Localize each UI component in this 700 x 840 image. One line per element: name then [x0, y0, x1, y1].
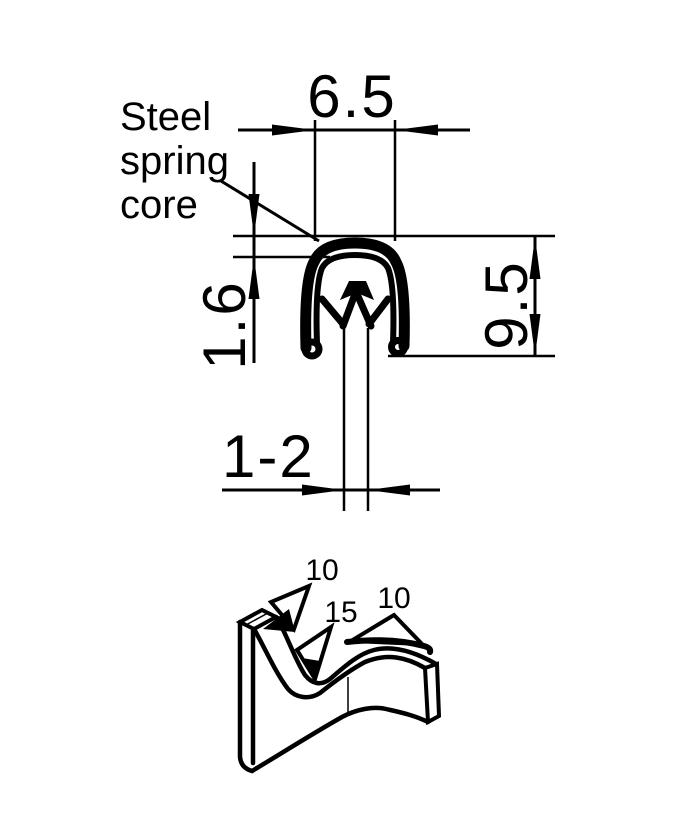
arrowhead-up-icon	[248, 257, 260, 299]
arrowhead-left-icon	[272, 124, 315, 136]
angle-arrow-right-base-icon	[344, 637, 434, 655]
grip-tongue-left-leg	[339, 290, 359, 330]
left-grip-lip	[318, 295, 347, 328]
angle-value-right: 10	[377, 582, 410, 615]
steel-core-line	[313, 251, 397, 346]
callout-line-2: spring	[120, 139, 229, 183]
angle-arrow-left-tip-icon	[263, 609, 295, 632]
cross-section-view: 6.5 1.6 9.5 1-2 Steel	[120, 63, 555, 511]
arrowhead-right-icon	[302, 484, 344, 496]
leader-line	[220, 179, 320, 243]
right-end-cap	[422, 661, 442, 726]
arrowhead-left-icon	[368, 484, 410, 496]
dim-value-profile-height: 9.5	[473, 260, 540, 349]
arrowhead-right-icon	[395, 124, 438, 136]
angle-arrow-middle-tip-icon	[302, 658, 320, 680]
arrowhead-up-icon	[529, 237, 541, 279]
curved-flange-sheet	[235, 607, 442, 774]
text-backing	[305, 70, 400, 120]
panel-flange	[342, 328, 370, 511]
top-back-wave-edge	[273, 614, 439, 686]
bottom-wave-edge	[249, 705, 431, 774]
outer-rubber-wall	[300, 237, 410, 354]
dim-value-wall-thickness: 1.6	[191, 280, 258, 369]
callout-line-3: core	[120, 183, 198, 227]
left-foot-curl	[301, 338, 323, 360]
slab-left-edge	[237, 619, 255, 774]
dim-flange-range: 1-2	[222, 423, 440, 496]
arrowhead-down-icon	[529, 314, 541, 356]
dim-wall-thickness: 1.6	[191, 162, 555, 370]
right-foot-curl	[388, 337, 408, 357]
isometric-view: 10 15 10	[235, 554, 442, 774]
angle-indicators: 10 15 10	[263, 554, 434, 684]
dim-crown-width: 6.5	[238, 63, 470, 241]
callout-line-1: Steel	[120, 95, 211, 139]
slab-top-face-split	[244, 612, 268, 627]
grip-tongue-head	[340, 281, 374, 300]
callout-steel-spring-core: Steel spring core	[120, 95, 320, 243]
grip-tongue-right-leg	[353, 290, 375, 330]
dim-profile-height: 9.5	[388, 237, 555, 358]
dim-value-flange-range: 1-2	[222, 423, 315, 490]
dim-value-crown-width: 6.5	[307, 63, 396, 130]
right-grip-lip	[365, 295, 392, 328]
seal-profile	[300, 237, 410, 360]
angle-value-left: 10	[305, 554, 338, 587]
top-front-wave-edge	[251, 626, 428, 700]
angle-value-middle: 15	[324, 596, 357, 629]
